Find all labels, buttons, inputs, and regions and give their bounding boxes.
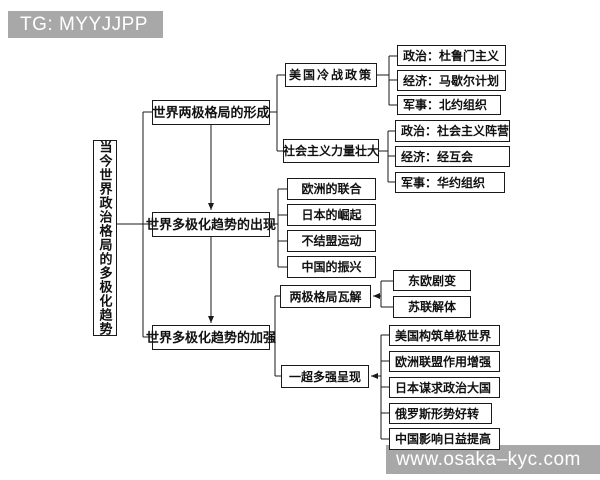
node-multipolar-strengthening: 世界多极化趋势的加强 — [146, 325, 276, 350]
node-socialist-growth: 社会主义力量壮大 — [283, 139, 379, 163]
node-truman-doctrine: 政治：杜鲁门主义 — [397, 45, 506, 66]
node-us-cold-war-policy: 美国冷战政策 — [285, 63, 377, 87]
node-european-union: 欧洲的联合 — [287, 178, 376, 200]
node-socialist-camp: 政治：社会主义阵营 — [395, 120, 510, 142]
node-us-unipolar-world: 美国构筑单极世界 — [389, 325, 500, 346]
node-multipolar-emergence: 世界多极化趋势的出现 — [146, 212, 276, 237]
node-bipolar-collapse: 两极格局瓦解 — [280, 285, 371, 308]
node-eu-role-strengthen: 欧洲联盟作用增强 — [389, 351, 500, 372]
node-comecon: 经济：经互会 — [395, 146, 510, 167]
node-russia-improving: 俄罗斯形势好转 — [389, 403, 492, 424]
node-japan-rise: 日本的崛起 — [287, 204, 376, 226]
node-non-aligned-movement: 不结盟运动 — [287, 230, 376, 252]
node-east-europe-upheaval: 东欧剧变 — [393, 270, 471, 291]
node-root-topic: 当今世界政治格局的多极化趋势 — [93, 140, 117, 336]
tg-watermark-label: TG: MYYJJPP — [8, 11, 163, 38]
node-japan-political-power: 日本谋求政治大国 — [389, 377, 500, 398]
node-marshall-plan: 经济：马歇尔计划 — [397, 70, 506, 91]
node-soviet-dissolution: 苏联解体 — [393, 296, 471, 318]
node-bipolar-formation: 世界两极格局的形成 — [152, 100, 270, 125]
node-one-super-many-strong: 一超多强呈现 — [281, 365, 369, 388]
node-china-revival: 中国的振兴 — [287, 256, 376, 278]
node-china-influence-rising: 中国影响日益提高 — [389, 428, 500, 450]
node-nato: 军事：北约组织 — [397, 95, 501, 115]
node-warsaw-pact: 军事：华约组织 — [395, 172, 505, 193]
